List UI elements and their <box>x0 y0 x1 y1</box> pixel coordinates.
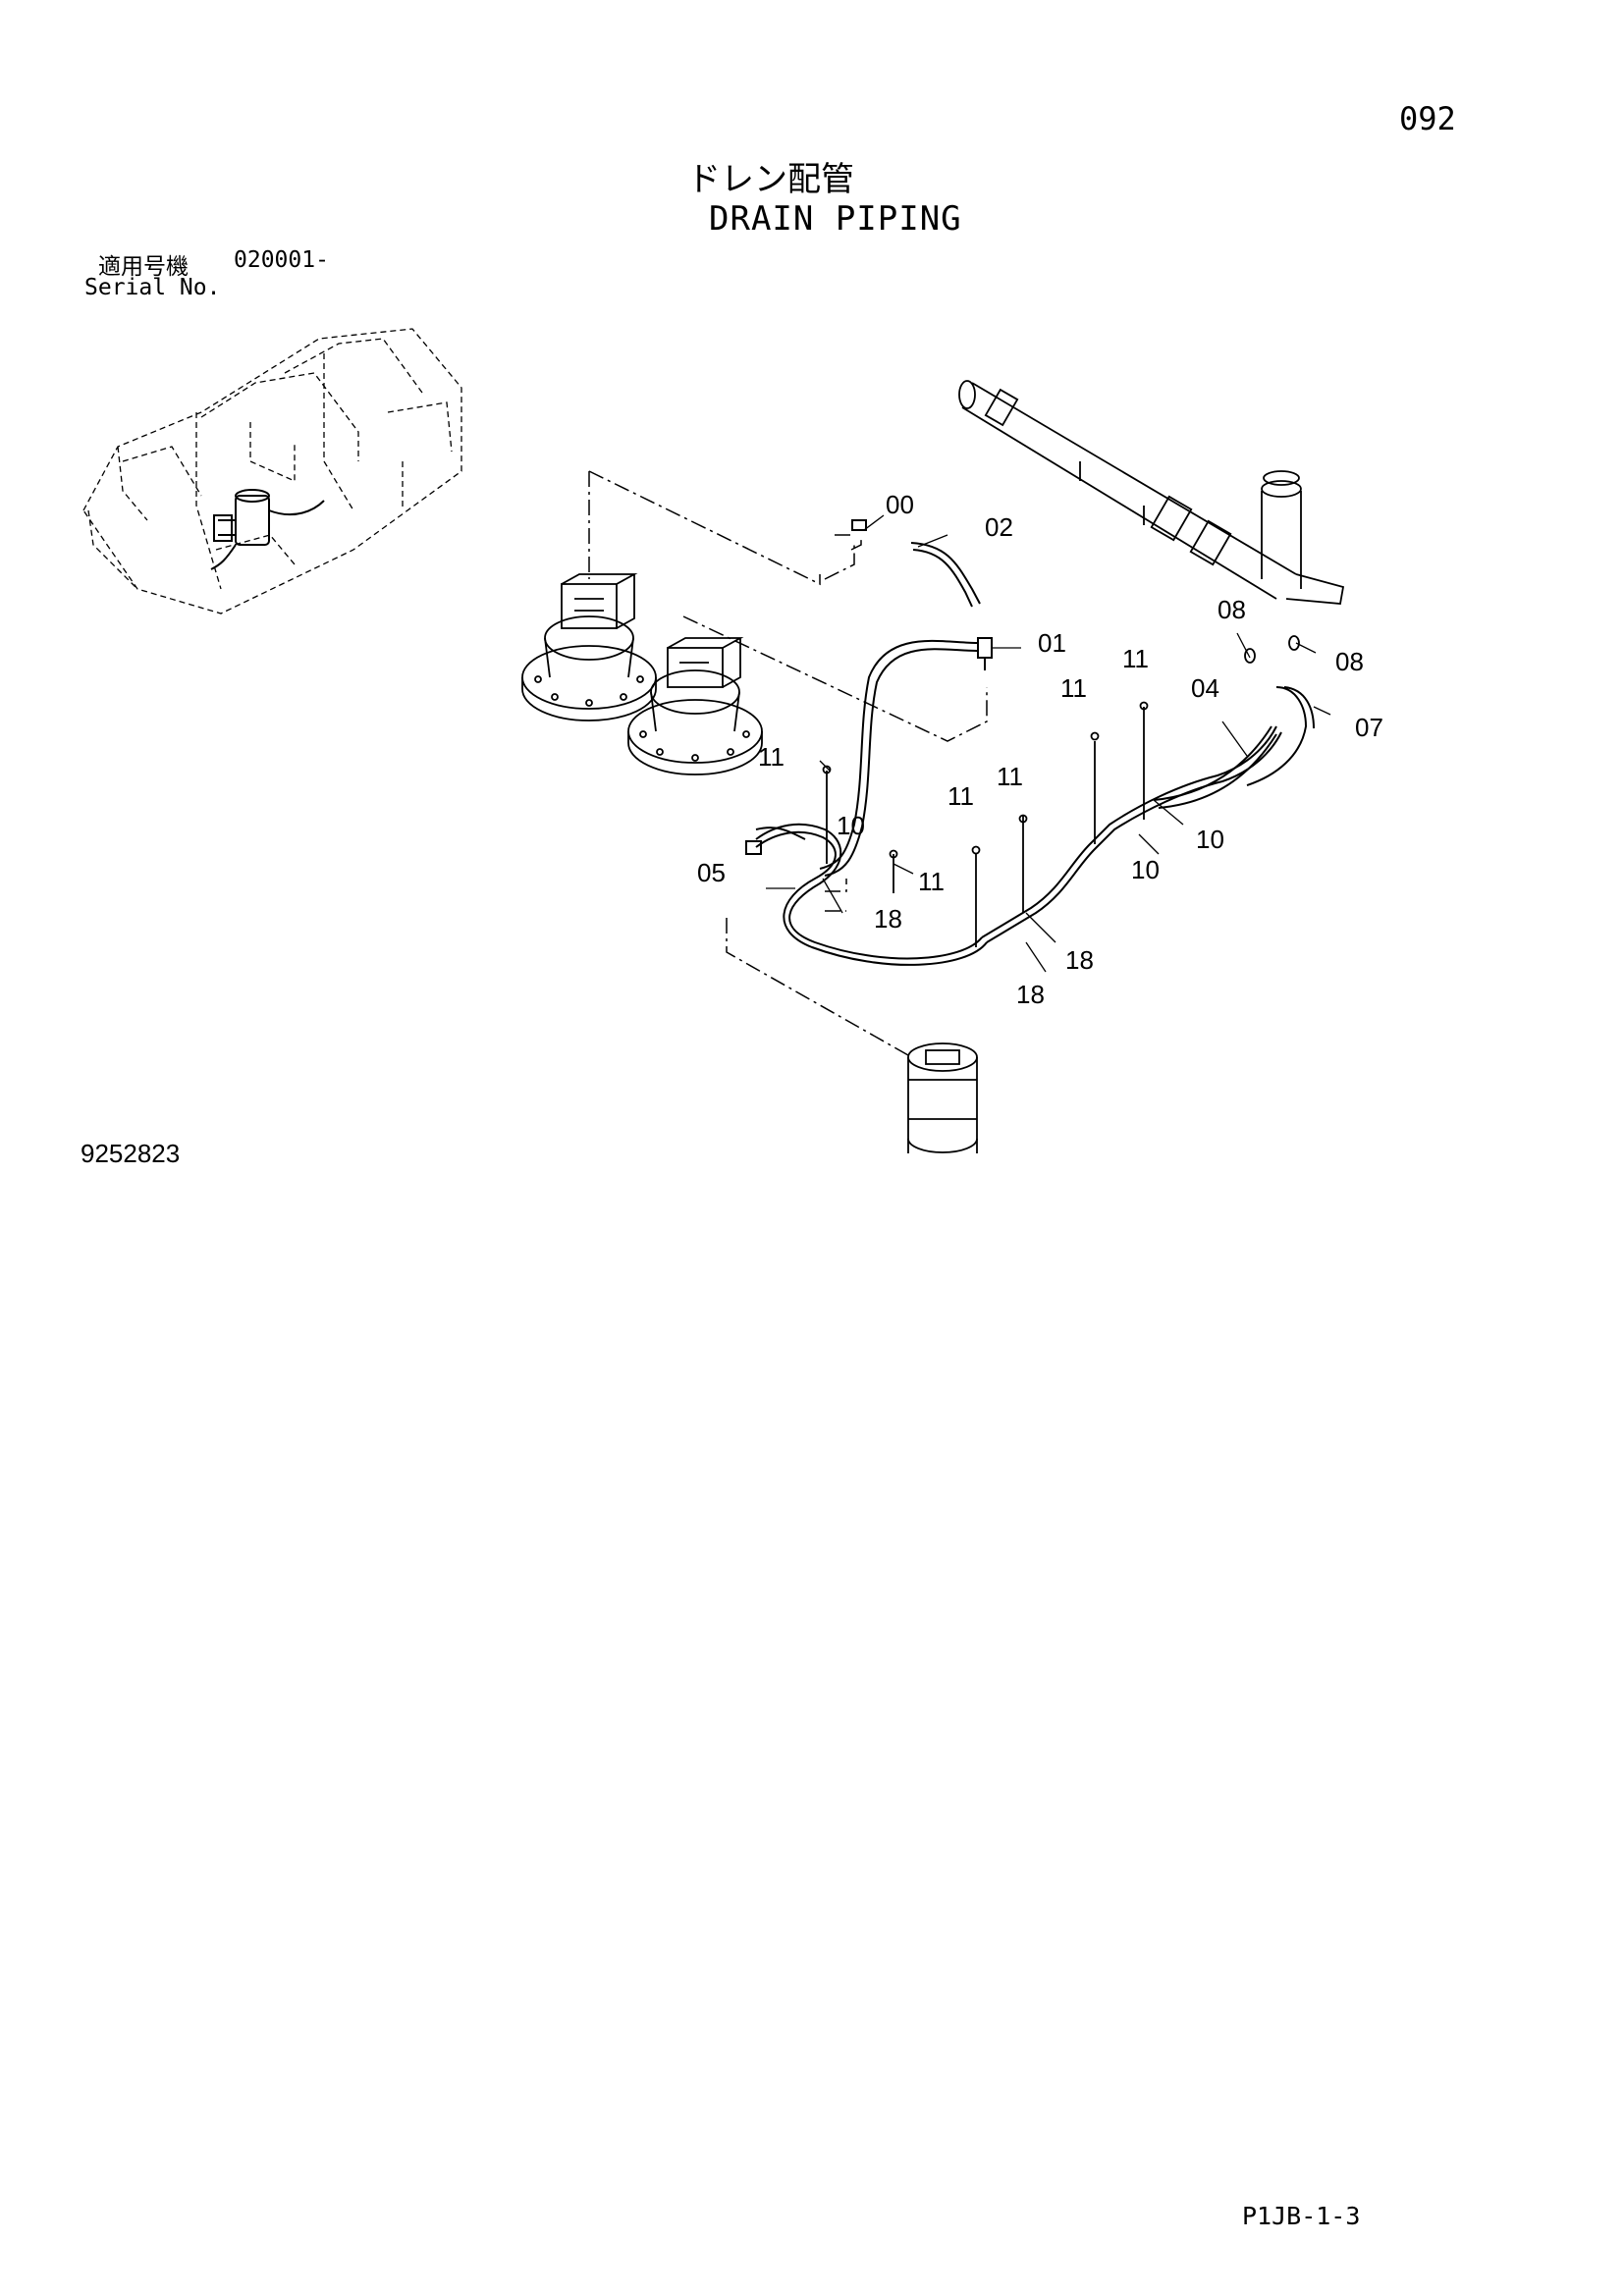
title-japanese: ドレン配管 <box>687 160 854 199</box>
drain-hoses <box>745 519 1315 966</box>
swing-motor-2 <box>627 637 763 775</box>
callout-11-lower: 11 <box>918 867 945 896</box>
callout-18-right: 18 <box>1065 945 1094 975</box>
reference-lines <box>588 470 988 1056</box>
callout-02: 02 <box>985 512 1013 542</box>
callout-04: 04 <box>1191 673 1219 703</box>
tank-return-pipe <box>958 380 1345 605</box>
callout-05: 05 <box>697 858 726 887</box>
callout-11-middle-right: 11 <box>997 762 1023 791</box>
callout-10-center: 10 <box>1131 855 1160 884</box>
page-number: 092 <box>1399 100 1456 137</box>
center-joint <box>907 1042 978 1153</box>
callout-11-top-right: 11 <box>1122 644 1149 673</box>
machine-key-map <box>82 328 462 614</box>
callout-11-middle: 11 <box>947 781 974 811</box>
drawing-number: 9252823 <box>81 1139 181 1168</box>
callout-10-left: 10 <box>837 811 865 840</box>
serial-range: 020001- <box>234 247 329 273</box>
callout-08-lower: 08 <box>1335 647 1364 676</box>
title-english: DRAIN PIPING <box>709 199 962 239</box>
callout-00: 00 <box>886 490 914 519</box>
callout-01: 01 <box>1038 628 1066 658</box>
leader-lines <box>766 514 1331 973</box>
callout-18-left: 18 <box>874 904 902 934</box>
serial-label-english: Serial No. <box>84 275 221 300</box>
callout-08-upper: 08 <box>1218 595 1246 624</box>
swing-motor-1 <box>521 573 657 721</box>
callout-07: 07 <box>1355 713 1383 742</box>
callout-11-left: 11 <box>758 742 785 772</box>
callout-18-bottom: 18 <box>1016 980 1045 1009</box>
callout-11-top: 11 <box>1060 673 1087 703</box>
callout-10-right: 10 <box>1196 825 1224 854</box>
key-map-highlight <box>210 489 325 570</box>
footer-code: P1JB-1-3 <box>1242 2202 1361 2230</box>
serial-label-japanese: 適用号機 <box>98 254 189 280</box>
callout-labels: 00 02 01 08 08 11 11 04 07 11 10 11 11 1… <box>697 490 1383 1009</box>
clamps-and-bolts <box>822 635 1300 947</box>
